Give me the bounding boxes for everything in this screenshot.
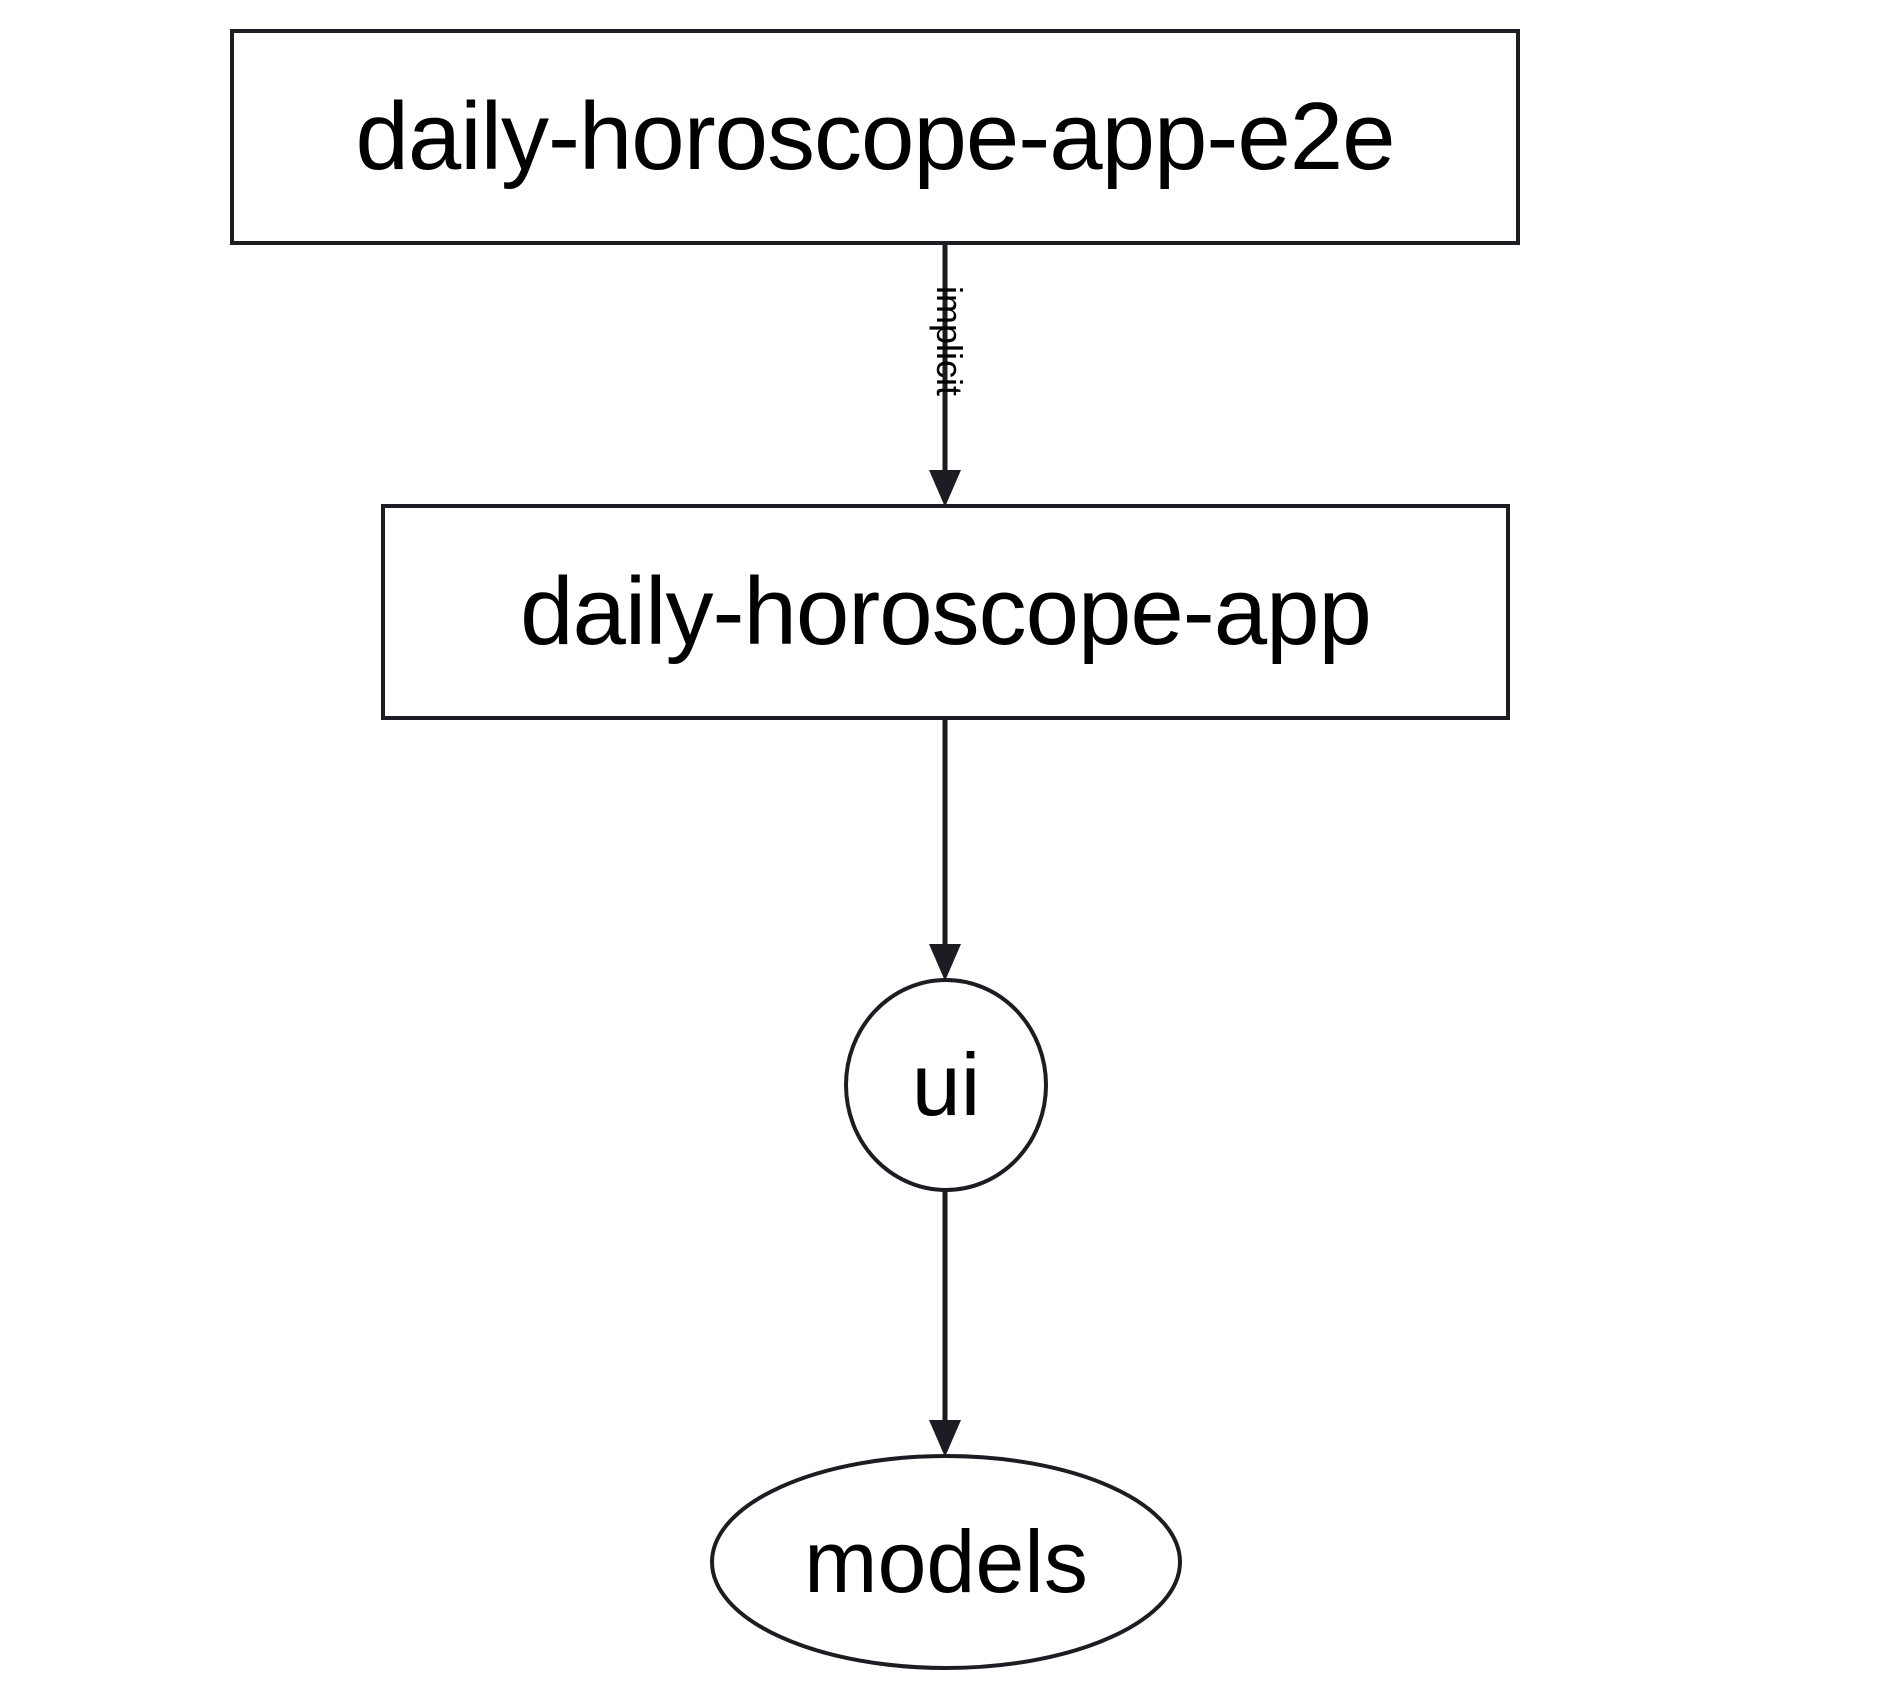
- edge-arrowhead-ui-to-models: [929, 1420, 961, 1457]
- node-shape-ui[interactable]: [844, 978, 1048, 1192]
- node-shape-models[interactable]: [710, 1454, 1182, 1670]
- edge-arrowhead-app-to-ui: [929, 944, 961, 981]
- node-shape-daily-horoscope-app-e2e[interactable]: [230, 29, 1520, 245]
- node-shape-daily-horoscope-app[interactable]: [381, 504, 1510, 720]
- edge-arrowhead-e2e-to-app: [929, 470, 961, 507]
